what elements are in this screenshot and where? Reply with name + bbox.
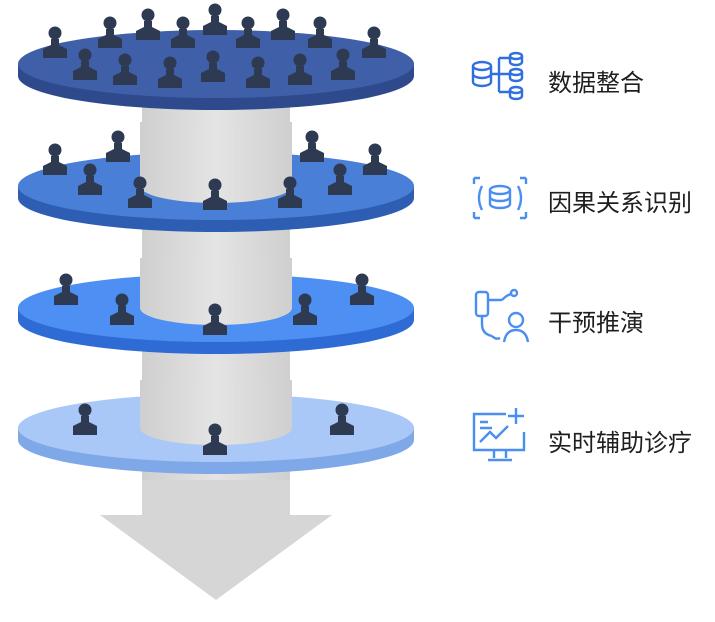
step-label-causal-identification: 因果关系识别 — [548, 189, 692, 217]
step-label-realtime-assisted-treatment: 实时辅助诊疗 — [548, 429, 692, 457]
layer-2-disc — [18, 122, 414, 232]
down-arrow — [100, 480, 332, 600]
intervention-flow-icon — [474, 288, 530, 343]
step-label-intervention-simulation: 干预推演 — [548, 309, 644, 337]
monitor-chart-plus-icon — [472, 408, 526, 462]
database-merge-icon — [471, 51, 524, 101]
database-scan-icon — [472, 176, 528, 220]
step-label-data-integration: 数据整合 — [548, 69, 644, 97]
